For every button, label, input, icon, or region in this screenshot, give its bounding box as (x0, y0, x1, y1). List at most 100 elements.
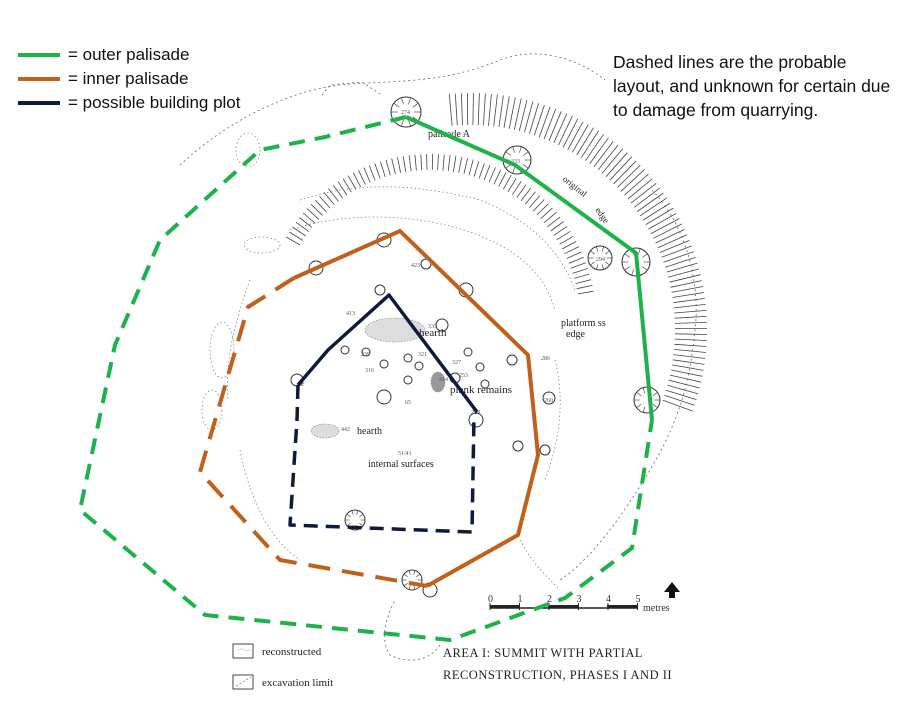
hatch-stroke (664, 257, 696, 268)
hearth-upper-label: hearth (419, 327, 447, 339)
hatch-stroke (454, 93, 458, 126)
hatch-stroke (639, 197, 668, 217)
hatch-stroke (536, 203, 549, 216)
hatch-stroke (447, 155, 451, 172)
hatch-stroke (672, 359, 705, 365)
excavation-limit-key-swatch (232, 674, 254, 690)
hatch-stroke (408, 155, 412, 172)
hatch-stroke (642, 202, 671, 221)
post-hole-hatch (403, 582, 408, 587)
hatch-stroke (532, 199, 545, 212)
hatch-stroke (513, 98, 522, 130)
hatch-stroke (533, 104, 545, 136)
post-hole (512, 440, 524, 452)
post-hole (414, 361, 424, 371)
map-key: reconstructed excavation limit (232, 643, 333, 690)
hatch-stroke (302, 212, 316, 224)
post-hole-hatch (505, 164, 511, 169)
post-number: 239 (361, 352, 370, 358)
post-hole (420, 258, 432, 270)
post-hole (506, 354, 518, 366)
hatch-stroke (529, 103, 539, 134)
plank-remains-patch (430, 371, 446, 393)
post-number: 442 (341, 427, 350, 433)
outer-palisade-line (78, 115, 654, 642)
scale-tick-label: 2 (547, 594, 552, 605)
hatch-stroke (673, 298, 705, 304)
hatch-stroke (385, 159, 391, 176)
hatch-stroke (630, 182, 657, 204)
hatch-stroke (374, 163, 381, 179)
post-hole-hatch (519, 146, 522, 153)
hatch-stroke (550, 221, 564, 232)
excavation-limit-key-label: excavation limit (262, 677, 333, 689)
hatch-stroke (328, 188, 339, 202)
hatch-stroke (570, 262, 586, 269)
legend-item-outer-palisade: = outer palisade (18, 43, 240, 67)
hatch-stroke (576, 127, 594, 156)
hatch-stroke (559, 235, 574, 245)
hatch-stroke (637, 192, 664, 212)
hatch-stroke (655, 229, 685, 244)
scale-unit: metres (643, 603, 670, 614)
hatch-stroke (472, 92, 474, 126)
post-hole-hatch (642, 387, 646, 394)
scale-tick-label: 3 (577, 594, 582, 605)
post-hole (475, 362, 485, 372)
hatch-stroke (657, 234, 688, 249)
outer-palisade-solid (405, 115, 654, 421)
scale-tick-label: 5 (636, 594, 641, 605)
post-hole-hatch (601, 264, 604, 270)
hatch-stroke (624, 173, 649, 196)
post-hole-hatch (642, 406, 646, 413)
post-hole-hatch (642, 266, 648, 271)
hatch-stroke (674, 343, 707, 347)
hatch-stroke (518, 99, 528, 132)
reconstructed-key-swatch (232, 643, 254, 659)
post-hole-hatch (636, 403, 642, 408)
hatch-stroke (573, 273, 590, 279)
hatch-stroke (667, 384, 699, 395)
post-number: 253 (459, 373, 468, 379)
hatch-stroke (662, 399, 693, 412)
hearth-lower-patch (310, 423, 340, 439)
post-hole-hatch (393, 102, 400, 108)
post-hole-hatch (605, 250, 610, 255)
hatch-stroke (442, 154, 445, 171)
hatch-stroke (648, 212, 677, 230)
hatch-stroke (314, 199, 327, 212)
hatch-stroke (524, 191, 536, 205)
hatch-stroke (397, 157, 401, 173)
post-hole-hatch (624, 253, 630, 258)
hatch-stroke (477, 93, 480, 126)
hatch-stroke (547, 216, 561, 228)
hatch-stroke (488, 93, 492, 126)
hatch-stroke (420, 154, 423, 171)
hatch-stroke (458, 157, 463, 173)
post-hole (480, 379, 490, 389)
legend-label-inner: = inner palisade (68, 69, 189, 88)
hatch-stroke (609, 156, 632, 181)
post-hole-hatch (408, 585, 411, 590)
hatch-stroke (319, 195, 331, 209)
post-hole (374, 284, 386, 296)
post-hole-hatch (652, 392, 658, 397)
hatch-stroke (463, 158, 468, 174)
hatch-stroke (543, 211, 557, 224)
legend-swatch-building (18, 101, 60, 105)
post-hole-hatch (624, 266, 630, 271)
post-hole-hatch (631, 269, 634, 276)
hatch-stroke (674, 322, 707, 324)
hatch-stroke (670, 369, 703, 377)
legend-label-outer: = outer palisade (68, 45, 190, 64)
hatch-stroke (568, 256, 584, 264)
hatch-stroke (352, 172, 362, 188)
hatch-stroke (507, 177, 517, 193)
hatch-stroke (672, 292, 705, 298)
hatch-stroke (483, 165, 491, 181)
hatch-stroke (674, 310, 707, 314)
hatch-stroke (567, 121, 584, 150)
hatch-stroke (553, 225, 568, 236)
